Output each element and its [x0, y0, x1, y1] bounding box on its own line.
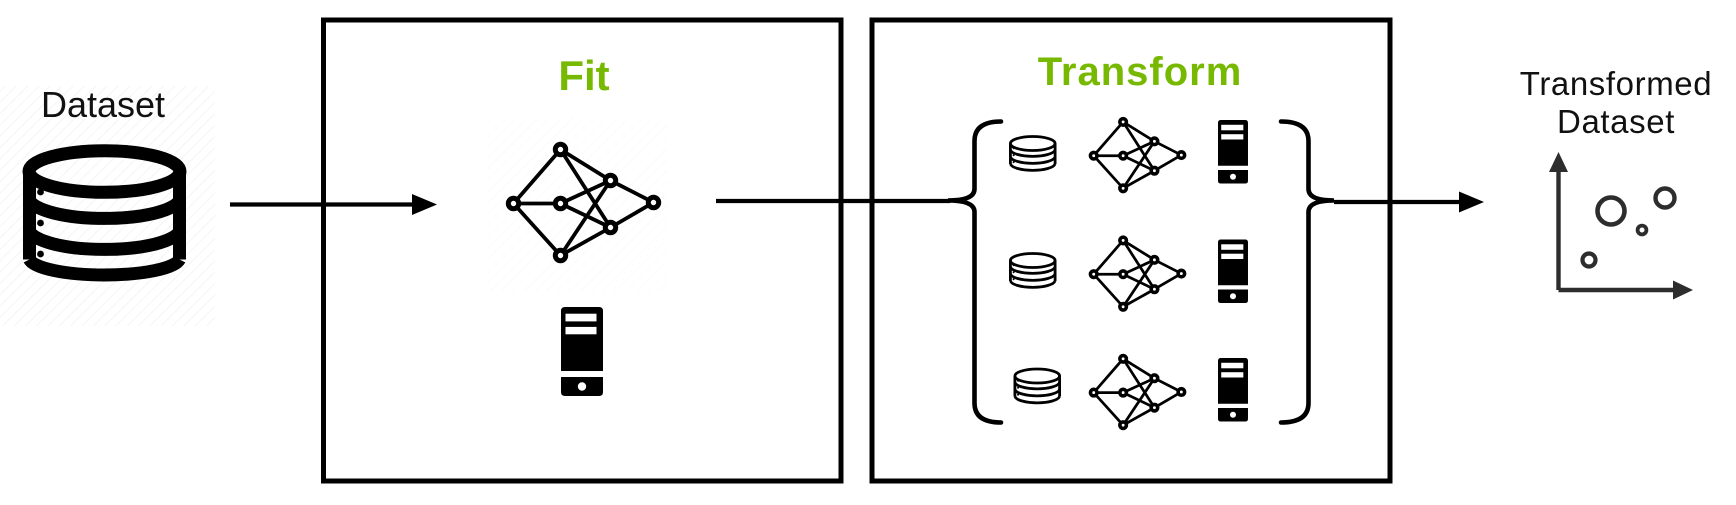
svg-text:Fit: Fit	[558, 52, 609, 99]
svg-text:Transformed: Transformed	[1520, 65, 1712, 102]
svg-text:Transform: Transform	[1038, 50, 1243, 94]
svg-text:Dataset: Dataset	[41, 84, 165, 125]
svg-text:Dataset: Dataset	[1557, 103, 1675, 140]
